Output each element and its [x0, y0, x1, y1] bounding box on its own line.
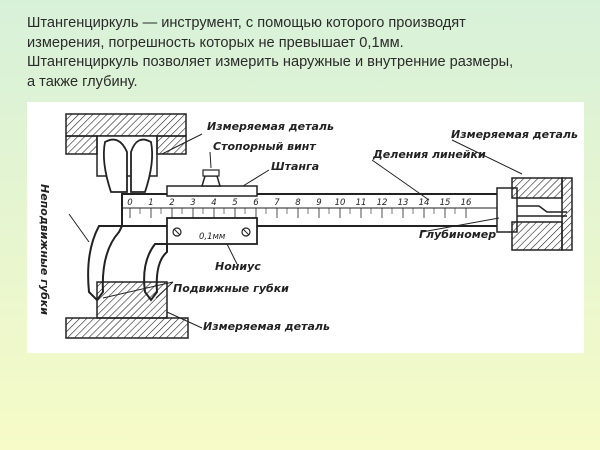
scale-number: 4 — [211, 198, 216, 208]
slider: 0,1мм — [166, 169, 258, 245]
scale-number: 6 — [253, 198, 259, 208]
caliper-figure: 0 1 2 3 4 5 6 7 8 9 10 11 12 13 14 15 16 — [27, 102, 584, 353]
leader-lines — [68, 133, 523, 329]
scale-number: 14 — [419, 198, 430, 208]
scale-number: 0 — [127, 198, 132, 208]
scale-number: 2 — [169, 198, 174, 208]
label-scale-divisions: Деления линейки — [372, 148, 486, 161]
inner-jaws — [102, 138, 154, 193]
label-movable-jaws: Подвижные губки — [173, 282, 289, 295]
scale-number: 16 — [461, 198, 472, 208]
scale-number: 10 — [335, 198, 346, 208]
fixed-outer-jaw — [87, 194, 123, 302]
label-lock-screw: Стопорный винт — [213, 140, 316, 153]
scale-number: 3 — [190, 198, 195, 208]
intro-line-4: а также глубину. — [27, 73, 138, 90]
intro-line-2: измерения, погрешность которых не превыш… — [27, 34, 404, 51]
scale-number: 15 — [440, 198, 451, 208]
scale-numbers: 0 1 2 3 4 5 6 7 8 9 10 11 12 13 14 15 16 — [127, 198, 472, 208]
intro-text: Штангенциркуль — инструмент, с помощью к… — [27, 14, 587, 92]
label-beam: Штанга — [271, 160, 319, 173]
beam-scale — [129, 208, 467, 218]
scale-number: 12 — [377, 198, 388, 208]
caliper-diagram: 0 1 2 3 4 5 6 7 8 9 10 11 12 13 14 15 16 — [38, 113, 578, 339]
depth-gauge-rod — [517, 205, 567, 217]
lock-screw-knob — [200, 175, 222, 187]
label-fixed-jaws: Неподвижные губки — [38, 184, 51, 315]
scale-number: 11 — [356, 198, 367, 208]
intro-line-3: Штангенциркуль позволяет измерить наружн… — [27, 54, 514, 70]
intro-line-1: Штангенциркуль — инструмент, с помощью к… — [27, 15, 466, 31]
label-measured-part-top: Измеряемая деталь — [207, 120, 334, 133]
vernier-marking: 0,1мм — [199, 232, 226, 242]
measured-part-right — [511, 177, 573, 251]
scale-number: 5 — [232, 198, 237, 208]
scale-number: 9 — [316, 198, 321, 208]
scale-number: 1 — [148, 198, 153, 208]
scale-number: 13 — [398, 198, 409, 208]
label-measured-part-right: Измеряемая деталь — [451, 128, 578, 141]
label-measured-part-bottom: Измеряемая деталь — [203, 320, 330, 333]
label-vernier: Нониус — [215, 260, 261, 273]
measured-part-bottom — [65, 281, 189, 339]
scale-number: 7 — [274, 198, 280, 208]
label-depth-gauge: Глубиномер — [419, 228, 496, 241]
scale-number: 8 — [295, 198, 301, 208]
